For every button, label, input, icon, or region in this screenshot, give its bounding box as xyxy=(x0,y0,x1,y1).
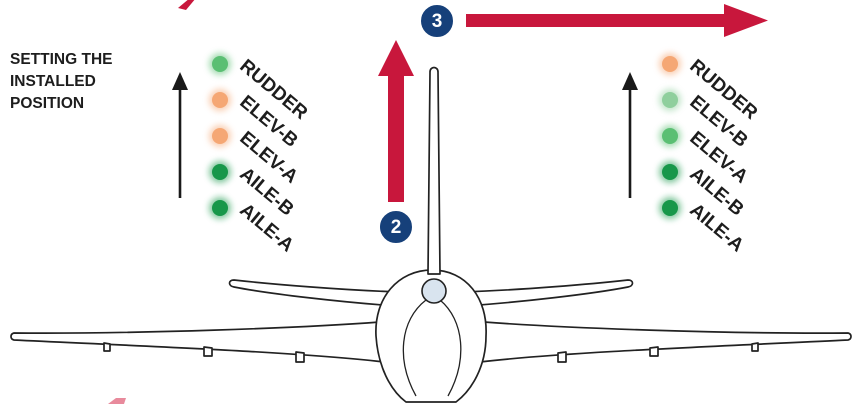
vertical-fin xyxy=(427,66,441,275)
status-panel-right: RUDDER ELEV-B ELEV-A AILE-B AILE-A xyxy=(659,53,762,257)
flap-fairings xyxy=(103,342,759,363)
up-arrow-icon xyxy=(172,72,188,198)
apu-exhaust xyxy=(421,278,447,304)
step-number: 3 xyxy=(432,11,443,32)
caption-line-2: INSTALLED xyxy=(10,73,96,90)
right-stabilizer xyxy=(461,279,634,307)
up-arrow-icon xyxy=(622,72,638,198)
status-led xyxy=(212,56,228,72)
status-led xyxy=(212,200,228,216)
fuselage-panel-line xyxy=(402,299,427,397)
status-led xyxy=(662,92,678,108)
left-wing xyxy=(10,321,385,363)
right-arrow-icon xyxy=(466,4,768,37)
caption: SETTING THE INSTALLED POSITION xyxy=(10,51,112,112)
caption-line-3: POSITION xyxy=(10,95,84,112)
status-led xyxy=(662,200,678,216)
step-number: 2 xyxy=(391,217,402,238)
arrow-fragment-bottom xyxy=(108,398,126,404)
step-badge-3: 3 xyxy=(419,3,455,39)
status-led xyxy=(212,128,228,144)
right-wing xyxy=(479,321,852,363)
left-stabilizer xyxy=(228,279,401,307)
status-panel-left: RUDDER ELEV-B ELEV-A AILE-B AILE-A xyxy=(209,53,312,257)
status-led xyxy=(662,56,678,72)
status-led xyxy=(662,164,678,180)
status-led xyxy=(212,164,228,180)
step-badge-2: 2 xyxy=(378,209,414,245)
arrow-fragment-top xyxy=(178,0,195,10)
aircraft-rear-view-icon xyxy=(10,66,852,403)
status-led xyxy=(212,92,228,108)
caption-line-1: SETTING THE xyxy=(10,51,112,68)
up-arrow-icon xyxy=(378,40,414,202)
fuselage-panel-line xyxy=(439,299,462,397)
status-led xyxy=(662,128,678,144)
